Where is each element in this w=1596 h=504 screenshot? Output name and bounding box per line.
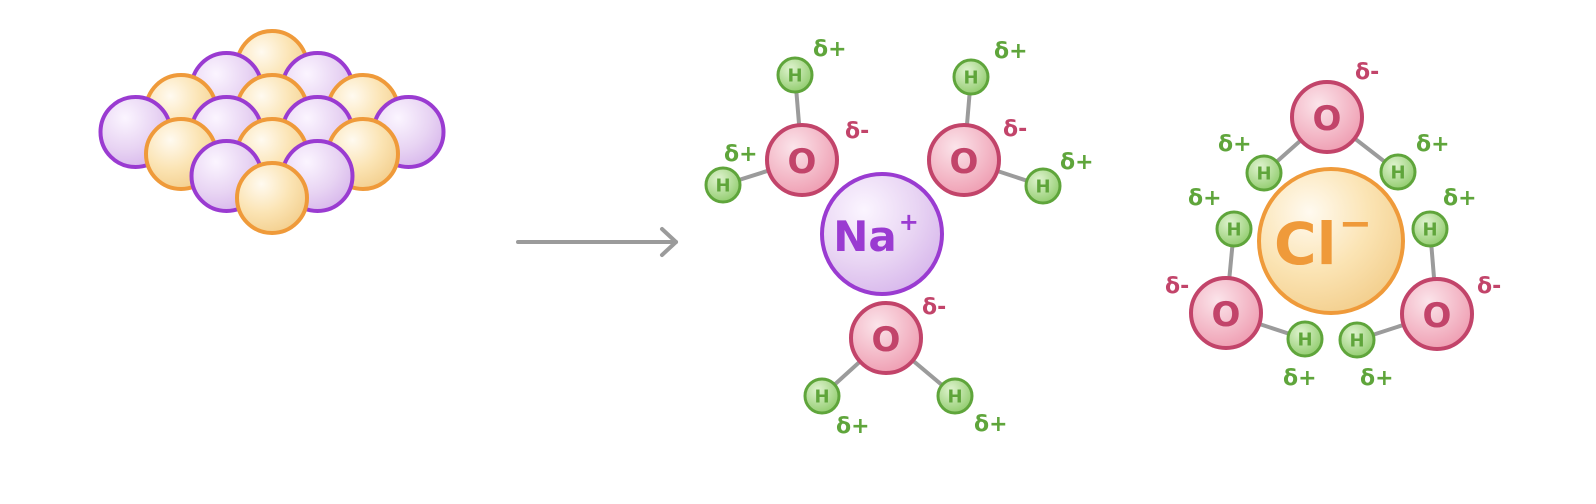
oxygen-label: O: [1423, 296, 1452, 336]
partial-charges: δ- δ- δ- δ- δ- δ- δ+ δ+ δ+ δ+ δ+ δ+ δ+ δ…: [724, 37, 1501, 439]
oxygen-label: O: [1212, 295, 1241, 335]
delta-plus-label: δ+: [1360, 366, 1394, 391]
delta-plus-label: δ+: [1218, 132, 1252, 157]
hydrogen-label: H: [1390, 163, 1405, 184]
hydrogen-atoms: H H H H H H H H H H H H: [704, 56, 1449, 415]
hydrogen-label: H: [787, 66, 802, 87]
hydrogen-label: H: [814, 387, 829, 408]
sodium-charge: +: [899, 208, 919, 236]
delta-minus-label: δ-: [1477, 274, 1501, 299]
delta-minus-label: δ-: [922, 295, 946, 320]
delta-minus-label: δ-: [1355, 60, 1379, 85]
lattice-chloride-ion: [235, 161, 309, 235]
chloride-symbol: Cl: [1274, 210, 1336, 278]
sodium-label: Na+: [833, 208, 919, 261]
hydrogen-label: H: [963, 68, 978, 89]
chloride-ion: Cl−: [1257, 167, 1405, 315]
delta-plus-label: δ+: [724, 142, 758, 167]
delta-plus-label: δ+: [974, 412, 1008, 437]
oxygen-atom: O: [1290, 80, 1364, 154]
ionic-lattice-icon: [98, 29, 446, 235]
hydrogen-atom: H: [1338, 321, 1376, 359]
hydrogen-atom: H: [1379, 153, 1417, 191]
oxygen-atom: O: [1189, 276, 1263, 350]
hydrogen-atom: H: [936, 377, 974, 415]
hydrogen-label: H: [715, 176, 730, 197]
delta-minus-label: δ-: [845, 119, 869, 144]
hydrogen-atom: H: [1286, 320, 1324, 358]
chloride-label: Cl−: [1274, 201, 1372, 278]
oxygen-atom: O: [927, 123, 1001, 197]
chloride-charge: −: [1338, 201, 1372, 247]
hydrogen-label: H: [1349, 331, 1364, 352]
delta-plus-label: δ+: [1443, 186, 1477, 211]
hydrogen-atom: H: [1245, 154, 1283, 192]
hydrogen-label: H: [1035, 177, 1050, 198]
oxygen-label: O: [788, 142, 817, 182]
oxygen-atom: O: [849, 301, 923, 375]
oxygen-atom: O: [1400, 277, 1474, 351]
sodium-symbol: Na: [833, 212, 897, 261]
hydrogen-atom: H: [803, 377, 841, 415]
hydrogen-atom: H: [1215, 210, 1253, 248]
delta-minus-label: δ-: [1165, 274, 1189, 299]
hydrogen-label: H: [1256, 164, 1271, 185]
hydrogen-atom: H: [776, 56, 814, 94]
delta-plus-label: δ+: [1283, 366, 1317, 391]
delta-minus-label: δ-: [1003, 117, 1027, 142]
delta-plus-label: δ+: [813, 37, 847, 62]
hydrogen-atom: H: [704, 166, 742, 204]
hydrogen-atom: H: [952, 58, 990, 96]
oxygen-label: O: [950, 142, 979, 182]
hydrogen-atom: H: [1024, 167, 1062, 205]
sodium-ion: Na+: [820, 172, 944, 296]
hydrogen-label: H: [947, 387, 962, 408]
delta-plus-label: δ+: [994, 39, 1028, 64]
oxygen-label: O: [1313, 99, 1342, 139]
delta-plus-label: δ+: [1060, 150, 1094, 175]
hydrogen-label: H: [1297, 330, 1312, 351]
hydrogen-atom: H: [1411, 210, 1449, 248]
oxygen-atom: O: [765, 123, 839, 197]
delta-plus-label: δ+: [836, 414, 870, 439]
oxygen-atoms: O O O O O O: [765, 80, 1474, 375]
arrow-right-icon: [516, 227, 678, 257]
delta-plus-label: δ+: [1416, 132, 1450, 157]
hydrogen-label: H: [1422, 220, 1437, 241]
oxygen-label: O: [872, 320, 901, 360]
hydrogen-label: H: [1226, 220, 1241, 241]
delta-plus-label: δ+: [1188, 186, 1222, 211]
